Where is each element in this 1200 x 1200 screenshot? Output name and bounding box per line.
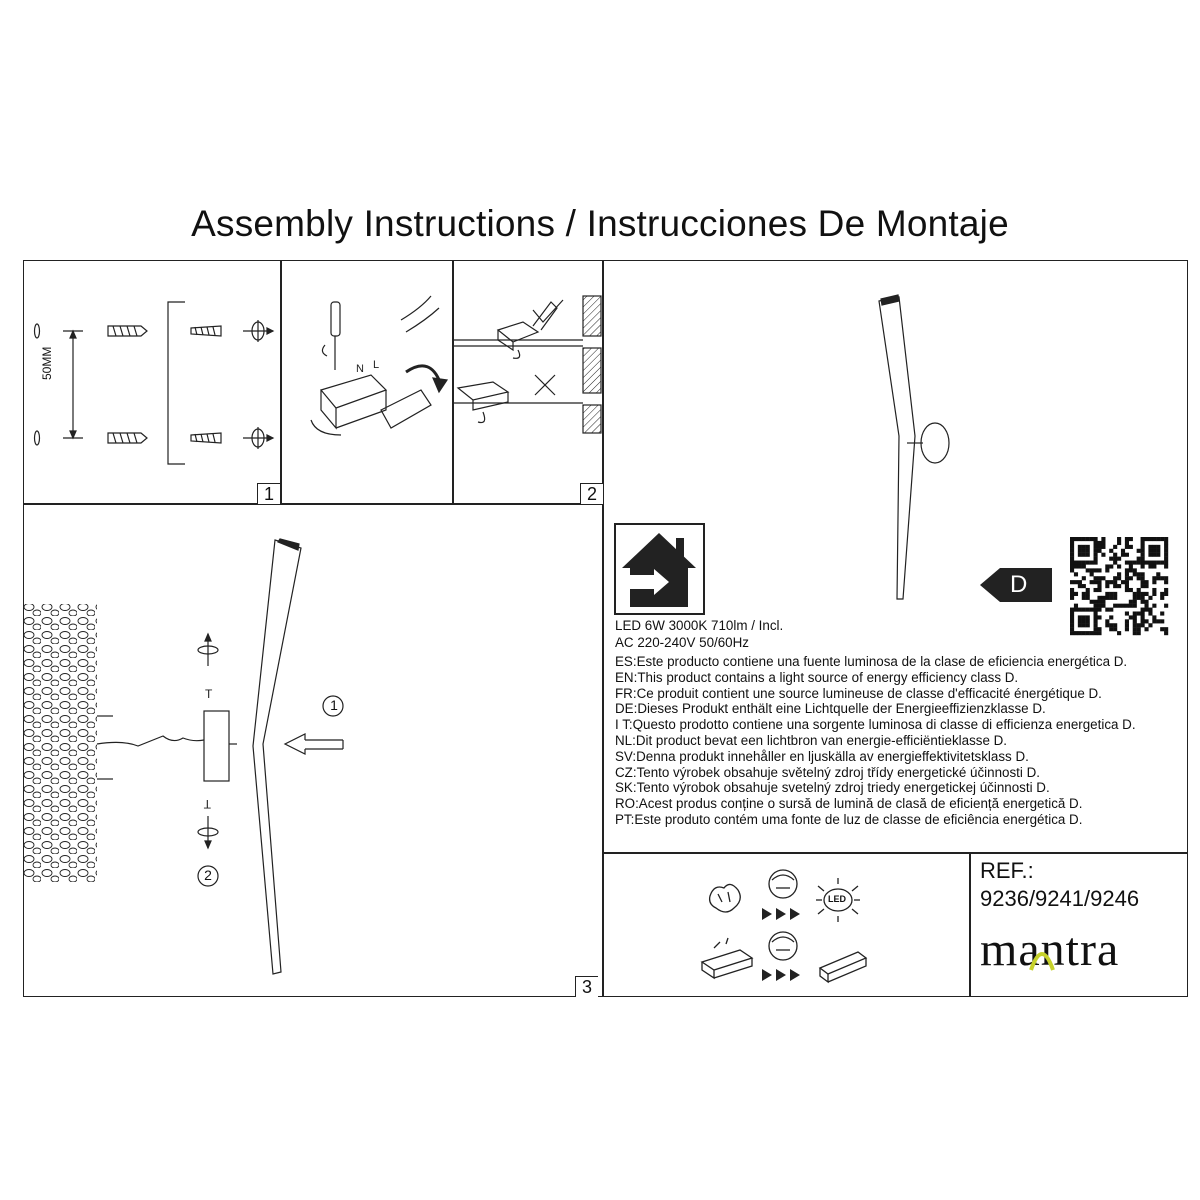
- energy-statement-5: NL:Dit product bevat een lichtbron van e…: [615, 733, 1008, 748]
- hands-icon: [708, 883, 741, 913]
- qr-code-icon: [1070, 537, 1169, 636]
- energy-statement-10: PT:Este produto contém uma fonte de luz …: [615, 812, 1083, 827]
- brand-name: mantra: [980, 923, 1120, 976]
- ref-label: REF.:: [980, 858, 1034, 883]
- energy-statement-9: RO:Acest produs conține o sursă de lumin…: [615, 796, 1083, 812]
- step-number-3: 3: [575, 976, 598, 997]
- dimension-label: 50MM: [40, 346, 54, 380]
- svg-text:N: N: [356, 363, 364, 375]
- divider-horizontal-right: [602, 852, 1188, 854]
- brand-logo: mantra: [980, 922, 1119, 977]
- energy-statement-3: DE:Dieses Produkt enthält eine Lichtquel…: [615, 701, 1046, 717]
- cross-mark-icon: [534, 374, 556, 396]
- junction-box-icon: N L: [319, 359, 388, 430]
- worker-icon: [768, 869, 798, 961]
- divider-horizontal-left: [23, 503, 603, 505]
- energy-statement-4: I T:Questo prodotto contiene una sorgent…: [615, 717, 1136, 733]
- energy-statement-2: FR:Ce produit contient une source lumine…: [615, 685, 1102, 701]
- callout-2: 2: [204, 867, 212, 883]
- step1-hardware-diagram: [33, 301, 275, 465]
- rotate-screw-icon: T T: [197, 632, 219, 850]
- installation-diagram: T T: [23, 538, 344, 975]
- screwdriver-rotate-icon: [243, 320, 275, 449]
- page-title: Assembly Instructions / Instrucciones De…: [191, 203, 1009, 244]
- forward-arrows-icon: [762, 908, 800, 981]
- svg-text:T: T: [203, 797, 211, 811]
- rotate-arrow-icon: [405, 364, 449, 394]
- step-number-2: 2: [580, 483, 603, 504]
- energy-class-label: D: [1010, 571, 1028, 598]
- divider-ref: [969, 852, 971, 997]
- screwdriver-icon: [321, 301, 341, 370]
- mounting-positions-diagram: [453, 295, 602, 434]
- house-arrow-icon: [614, 523, 705, 615]
- energy-statement-0: ES:Este producto contiene una fuente lum…: [615, 654, 1128, 669]
- wiring-diagram: N L: [310, 295, 449, 436]
- brand-accent-mark: [1029, 952, 1055, 971]
- screw-anchor-icon: [107, 325, 148, 444]
- led-icon-label: LED: [828, 894, 846, 904]
- callout-1: 1: [330, 697, 338, 713]
- led-bulb-icon: [816, 878, 860, 922]
- divider-step2: [452, 260, 454, 504]
- divider-step1a: [280, 260, 282, 504]
- lamp-care-icons: [700, 869, 868, 984]
- driver-unit-icon: [700, 937, 868, 984]
- svg-text:T: T: [205, 687, 213, 701]
- svg-text:L: L: [373, 359, 379, 371]
- step-number-1: 1: [257, 483, 280, 504]
- energy-class-badge: [980, 568, 1052, 602]
- check-mark-icon: [532, 299, 564, 323]
- screw-icon: [190, 325, 222, 444]
- spec-line-1: LED 6W 3000K 710lm / Incl.: [615, 618, 784, 633]
- ref-codes: 9236/9241/9246: [980, 886, 1140, 911]
- spec-line-2: AC 220-240V 50/60Hz: [615, 635, 749, 650]
- divider-vertical-main: [602, 260, 604, 997]
- wall-texture: [23, 604, 97, 882]
- energy-statement-8: SK:Tento výrobok obsahuje svetelný zdroj…: [615, 780, 1050, 796]
- energy-statement-7: CZ:Tento výrobek obsahuje světelný zdroj…: [615, 764, 1040, 780]
- energy-statement-6: SV:Denna produkt innehåller en ljuskälla…: [615, 748, 1029, 764]
- lamp-arm: [252, 539, 302, 975]
- product-drawing: [878, 294, 950, 600]
- energy-statement-1: EN:This product contains a light source …: [615, 669, 1019, 685]
